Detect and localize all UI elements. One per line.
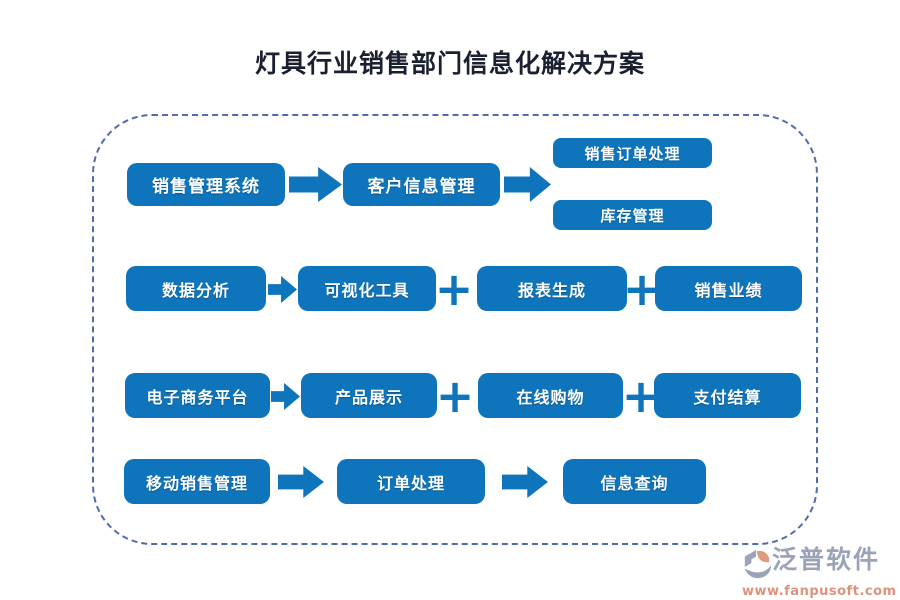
plus-icon: + bbox=[435, 369, 475, 423]
node-online-shopping: 在线购物 bbox=[478, 373, 623, 418]
node-report-generation: 报表生成 bbox=[477, 266, 627, 311]
diagram-frame bbox=[92, 114, 818, 545]
node-inventory-management: 库存管理 bbox=[553, 200, 712, 230]
brand-url: www.fanpusoft.com bbox=[742, 584, 897, 599]
plus-icon: + bbox=[434, 262, 474, 316]
node-ecommerce-platform: 电子商务平台 bbox=[125, 373, 270, 418]
node-mobile-sales-management: 移动销售管理 bbox=[124, 459, 270, 504]
node-data-analysis: 数据分析 bbox=[126, 266, 266, 311]
plus-icon: + bbox=[621, 369, 661, 423]
node-sales-order-processing: 销售订单处理 bbox=[553, 138, 712, 168]
node-information-query: 信息查询 bbox=[563, 459, 706, 504]
node-payment-settlement: 支付结算 bbox=[654, 373, 801, 418]
page-title: 灯具行业销售部门信息化解决方案 bbox=[254, 49, 645, 78]
node-sales-performance: 销售业绩 bbox=[655, 266, 802, 311]
node-order-processing: 订单处理 bbox=[337, 459, 485, 504]
plus-icon: + bbox=[622, 262, 662, 316]
brand-name: 泛普软件 bbox=[772, 545, 881, 574]
node-customer-info-management: 客户信息管理 bbox=[343, 163, 500, 206]
node-visualization-tools: 可视化工具 bbox=[298, 266, 436, 311]
brand-watermark: 泛普软件 www.fanpusoft.com bbox=[742, 545, 897, 599]
fanpu-logo-icon bbox=[742, 548, 772, 586]
node-sales-management-system: 销售管理系统 bbox=[127, 163, 285, 206]
node-product-display: 产品展示 bbox=[301, 373, 437, 418]
